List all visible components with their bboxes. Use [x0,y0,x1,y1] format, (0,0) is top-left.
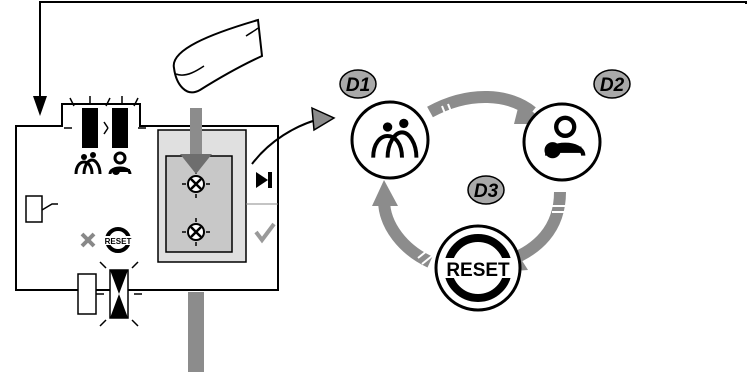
two-people-icon [74,152,102,175]
switch-symbol [25,195,58,223]
cycle-ticks [417,103,566,265]
person-key-icon [544,115,586,159]
led-upper [182,170,210,198]
person-key-icon [108,151,132,175]
node-d3-label: D3 [474,181,499,202]
check-icon [254,222,276,244]
play-pause-icon [256,172,272,188]
close-icon [80,232,96,248]
reset-small-icon: RESET [103,227,133,253]
node-d1-label: D1 [346,75,370,96]
feed-arrow [33,1,747,116]
node-d2: D2 [522,69,631,182]
node-d1: D1 [339,69,430,180]
led-lower [182,218,210,246]
node-d3-text: RESET [446,260,510,281]
key-block [157,129,278,263]
press-arrow [180,108,212,372]
panel-reset-label: RESET [105,237,132,246]
blinking-lights-top [64,96,146,148]
two-people-icon [371,118,419,158]
finger-icon [172,18,264,94]
blinking-lights-bottom [77,261,142,327]
node-d2-label: D2 [600,75,625,96]
link-arrow [251,106,336,165]
node-d3: RESET D3 [434,175,522,312]
